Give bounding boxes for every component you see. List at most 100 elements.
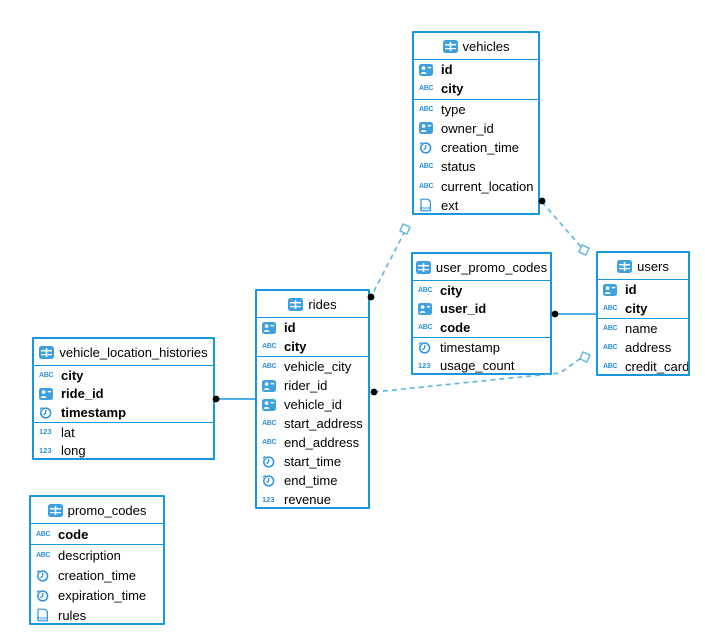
string-icon: ABC [603,363,618,370]
column-name: start_time [284,454,342,469]
column-row-id[interactable]: id [598,280,688,299]
type-icon-cell: ABC [262,439,281,446]
column-row-type[interactable]: ABC type [414,100,538,119]
table-icon [617,259,633,273]
column-name: code [58,526,89,542]
type-icon-cell: ABC [419,106,438,113]
type-icon-cell: ABC [419,85,438,92]
column-row-timestamp[interactable]: timestamp [413,338,550,357]
column-name: user_id [440,301,487,317]
table-header[interactable]: rides [257,291,368,318]
table-title: user_promo_codes [435,259,548,275]
column-row-vehicle_id[interactable]: vehicle_id [257,395,368,414]
relationship-vehicles-users[interactable] [538,197,590,256]
uuid-icon [603,283,617,296]
json-icon: JSON [37,608,48,622]
column-row-rules[interactable]: JSON rules [31,605,163,625]
column-row-end_time[interactable]: end_time [257,471,368,490]
type-icon-cell [39,406,58,419]
relationship-line[interactable] [541,201,583,249]
type-icon-cell [262,474,281,487]
table-icon [47,503,63,517]
column-row-credit_card[interactable]: ABC credit_card [598,357,688,376]
table-header[interactable]: users [598,253,688,280]
column-row-ride_id[interactable]: ride_id [34,385,213,404]
column-name: vehicle_id [284,397,342,412]
column-row-owner_id[interactable]: owner_id [414,119,538,138]
uuid-icon [262,379,276,392]
string-icon: ABC [419,105,434,113]
column-row-creation_time[interactable]: creation_time [414,138,538,157]
column-row-timestamp[interactable]: timestamp [34,403,213,422]
column-name: credit_card [625,359,688,374]
column-row-id[interactable]: id [257,318,368,337]
relationship-vehicle_location_histories-rides[interactable] [212,395,255,403]
relationship-line[interactable] [370,230,406,298]
number-icon: 123 [262,494,275,504]
column-row-rider_id[interactable]: rider_id [257,376,368,395]
table-icon [415,260,431,274]
column-row-id[interactable]: id [414,60,538,79]
timestamp-icon [39,406,52,419]
type-icon-cell: ABC [603,325,622,332]
type-icon-cell [36,589,55,602]
column-row-expiration_time[interactable]: expiration_time [31,585,163,605]
column-row-start_time[interactable]: start_time [257,452,368,471]
type-icon-cell [419,141,438,154]
type-icon-cell: JSON [36,608,55,622]
relationship-vehicles-rides[interactable] [367,223,411,301]
type-icon-cell: JSON [419,198,438,212]
column-row-ext[interactable]: JSON ext [414,196,538,215]
timestamp-icon [262,474,275,487]
type-icon-cell [418,341,437,354]
column-name: type [441,101,466,117]
type-icon-cell: ABC [418,287,437,294]
relationship-user_promo_codes-users[interactable] [551,310,596,318]
column-name: address [625,340,672,355]
uuid-icon [262,398,276,411]
table-header[interactable]: vehicles [414,33,538,60]
column-name: vehicle_city [284,359,352,374]
table-title: vehicle_location_histories [59,344,208,360]
type-icon-cell [262,321,281,334]
endpoint-square [399,223,411,235]
table-header[interactable]: vehicle_location_histories [34,339,213,366]
column-row-creation_time[interactable]: creation_time [31,565,163,585]
table-header[interactable]: user_promo_codes [413,254,550,281]
column-row-user_id[interactable]: user_id [413,300,550,319]
table-header[interactable]: promo_codes [31,497,163,524]
type-icon-cell: ABC [419,183,438,190]
uuid-icon [419,122,433,135]
table-title: users [637,258,669,274]
